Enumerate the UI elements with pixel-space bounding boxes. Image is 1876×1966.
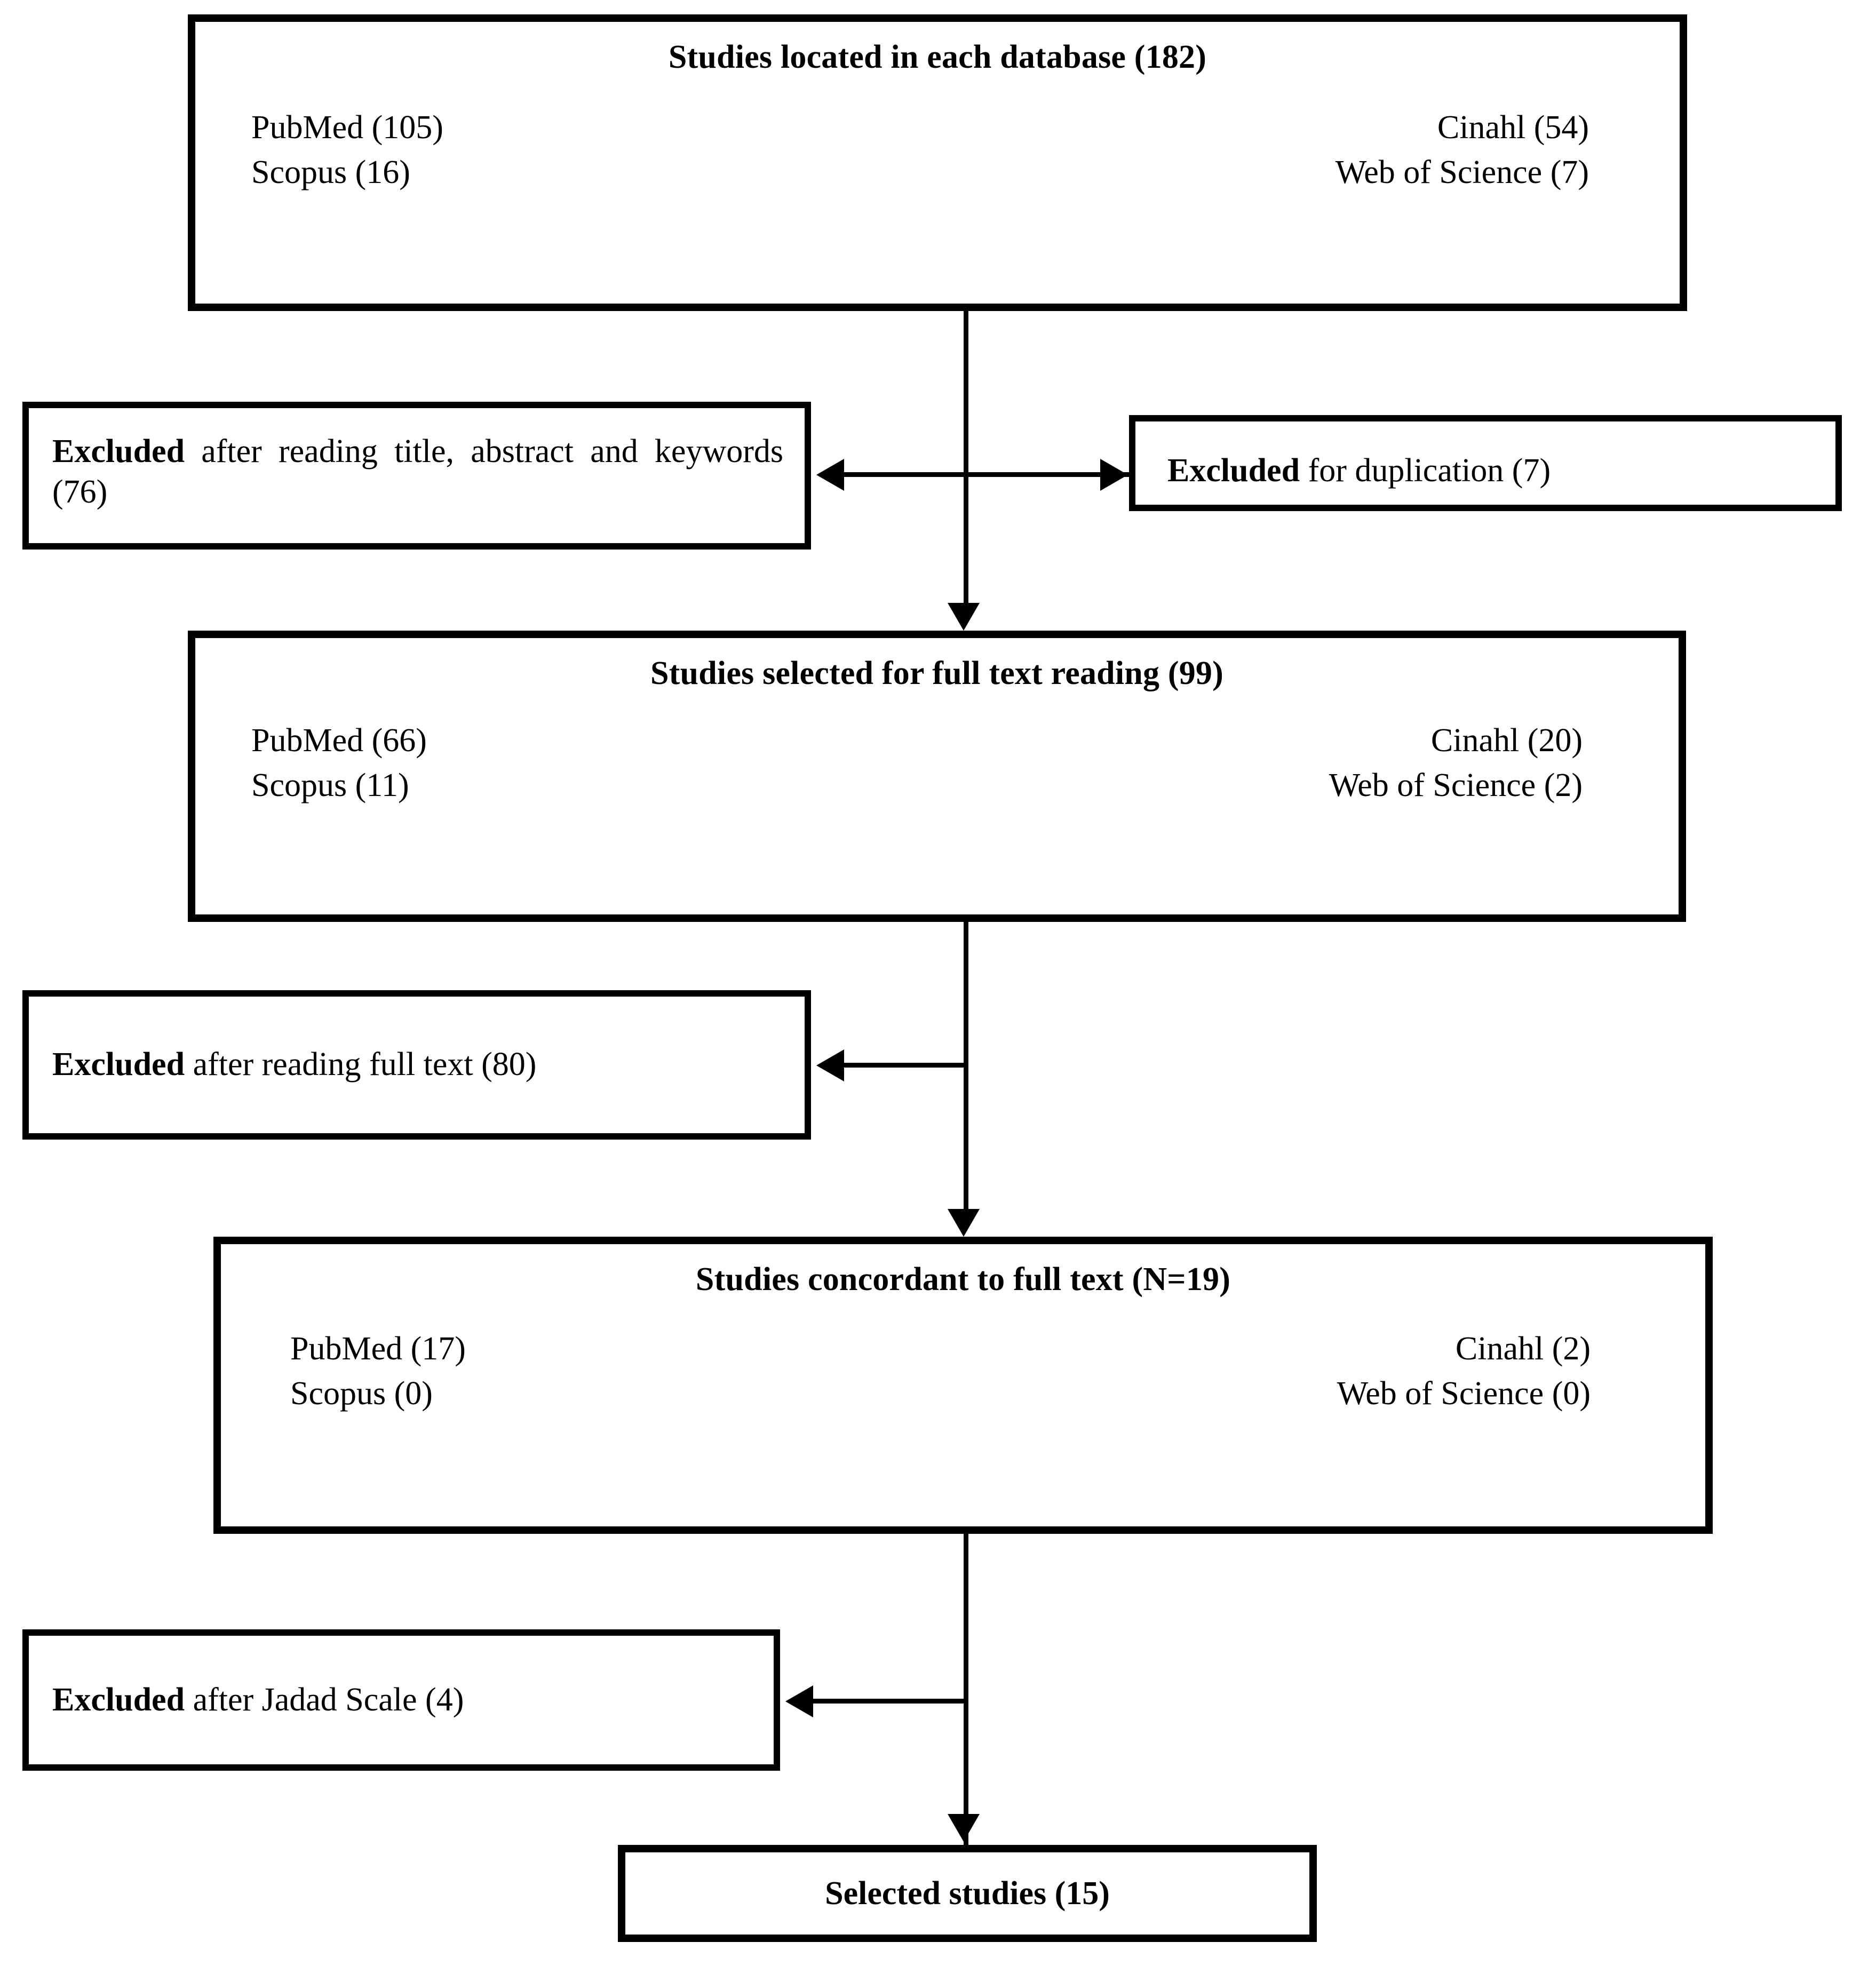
database-count-pubmed: PubMed (17) [290, 1331, 466, 1367]
excluded-duplication-label-rest: for duplication (7) [1300, 452, 1551, 489]
database-count-scopus: Scopus (11) [251, 767, 409, 803]
box-studies-selected-full-text: Studies selected for full text reading (… [188, 631, 1686, 922]
connector-line-exclusion-row-3 [813, 1699, 968, 1704]
excluded-duplication-text: Excluded for duplication (7) [1167, 451, 1551, 491]
database-count-pubmed: PubMed (105) [251, 109, 443, 146]
excluded-label-rest: after reading title, abstract and keywor… [52, 433, 783, 510]
box-studies-concordant-database-counts: PubMed (17) Cinahl (2) Scopus (0) Web of… [221, 1327, 1705, 1415]
database-count-web-of-science: Web of Science (0) [1337, 1375, 1591, 1412]
database-count-web-of-science: Web of Science (7) [1335, 154, 1589, 190]
arrow-left-icon-exclusion-fulltext [816, 1049, 844, 1081]
box-studies-selected-full-text-title: Studies selected for full text reading (… [650, 655, 1223, 691]
box-studies-selected-database-counts: PubMed (66) Cinahl (20) Scopus (11) Web … [195, 719, 1679, 807]
box-excluded-after-jadad-scale: Excluded after Jadad Scale (4) [22, 1629, 780, 1771]
arrow-left-icon-exclusion-title [816, 459, 844, 491]
database-count-cinahl: Cinahl (20) [1430, 722, 1583, 759]
database-count-scopus: Scopus (16) [251, 154, 410, 190]
connector-line-exclusion-row-2 [844, 1063, 966, 1068]
box-selected-studies-title: Selected studies (15) [825, 1875, 1110, 1912]
connector-line-concordant-to-selected [964, 1534, 968, 1846]
box-studies-concordant-full-text: Studies concordant to full text (N=19) P… [213, 1237, 1713, 1534]
database-count-web-of-science: Web of Science (2) [1329, 767, 1583, 803]
database-count-pubmed: PubMed (66) [251, 722, 427, 759]
excluded-after-full-text-text: Excluded after reading full text (80) [52, 1045, 536, 1085]
box-excluded-after-full-text: Excluded after reading full text (80) [22, 990, 811, 1140]
arrow-left-icon-exclusion-jadad [785, 1685, 813, 1717]
arrow-right-icon-exclusion-duplication [1100, 459, 1128, 491]
excluded-fulltext-label-rest: after reading full text (80) [185, 1046, 537, 1083]
database-count-scopus: Scopus (0) [290, 1375, 433, 1412]
arrow-down-icon-to-concordant [948, 1209, 980, 1237]
excluded-jadad-label-bold: Excluded [52, 1681, 185, 1718]
excluded-label-bold: Excluded [52, 433, 185, 469]
excluded-duplication-label-bold: Excluded [1167, 452, 1300, 489]
box-studies-located-title: Studies located in each database (182) [668, 39, 1207, 75]
database-count-cinahl: Cinahl (2) [1455, 1331, 1591, 1367]
excluded-after-jadad-scale-text: Excluded after Jadad Scale (4) [52, 1680, 464, 1721]
connector-line-fulltext-to-concordant [964, 922, 968, 1221]
connector-line-sources-to-fulltext [964, 311, 968, 610]
box-selected-studies: Selected studies (15) [618, 1845, 1317, 1942]
arrow-down-icon-to-fulltext [948, 603, 980, 631]
arrow-down-icon-to-selected [948, 1814, 980, 1842]
box-studies-located-database-counts: PubMed (105) Cinahl (54) Scopus (16) Web… [195, 106, 1680, 194]
database-count-cinahl: Cinahl (54) [1437, 109, 1589, 146]
excluded-jadad-label-rest: after Jadad Scale (4) [185, 1681, 464, 1718]
box-excluded-duplication: Excluded for duplication (7) [1129, 415, 1842, 511]
box-studies-concordant-title: Studies concordant to full text (N=19) [695, 1261, 1231, 1298]
excluded-title-abstract-keywords-text: Excluded after reading title, abstract a… [52, 432, 783, 512]
box-studies-located: Studies located in each database (182) P… [188, 14, 1687, 311]
excluded-fulltext-label-bold: Excluded [52, 1046, 185, 1083]
box-excluded-title-abstract-keywords: Excluded after reading title, abstract a… [22, 402, 811, 550]
connector-line-exclusion-row-1 [844, 472, 1159, 477]
